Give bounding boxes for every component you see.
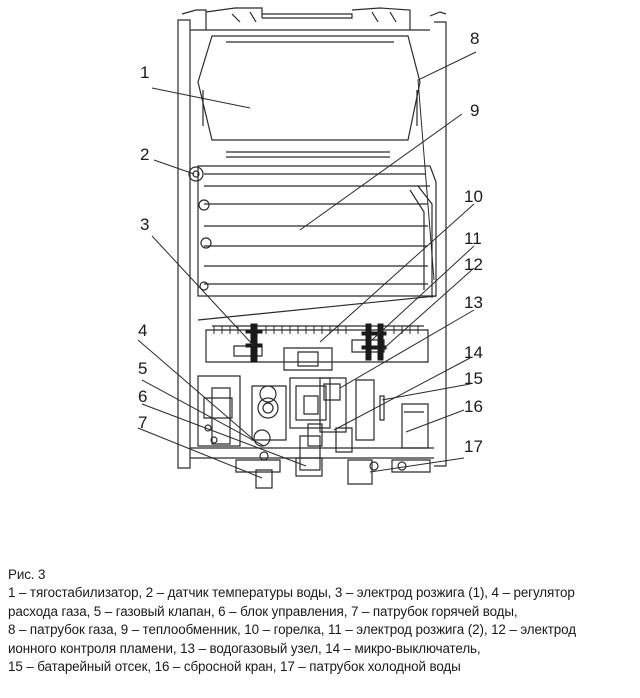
callout-13: 13 (464, 293, 483, 312)
caption-line: 15 – батарейный отсек, 16 – сбросной кра… (8, 659, 461, 675)
callout-9: 9 (470, 101, 479, 120)
caption-title: Рис. 3 (8, 567, 46, 582)
heat-exchanger (197, 165, 437, 321)
callout-12: 12 (464, 255, 483, 274)
callout-1: 1 (140, 63, 149, 82)
draft-stabilizer (197, 35, 421, 158)
burner (205, 325, 429, 371)
caption-line: ионного контроля пламени, 13 – водогазов… (8, 640, 481, 656)
callout-8: 8 (470, 29, 479, 48)
callout-17: 17 (464, 437, 483, 456)
gas-valve-assembly (197, 375, 385, 471)
callout-5: 5 (138, 359, 147, 378)
callout-3: 3 (140, 215, 149, 234)
caption-line: 8 – патрубок газа, 9 – теплообменник, 10… (8, 622, 576, 638)
callout-2: 2 (140, 145, 149, 164)
burner-teeth (213, 326, 419, 334)
callout-4: 4 (138, 321, 147, 340)
outer-frame (177, 7, 447, 469)
callout-11: 11 (464, 229, 482, 248)
figure-caption: Рис. 3 1 – тягостабилизатор, 2 – датчик … (8, 566, 634, 676)
caption-line: расхода газа, 5 – газовый клапан, 6 – бл… (8, 603, 518, 619)
battery-compartment (401, 403, 429, 449)
callout-10: 10 (464, 187, 483, 206)
callout-7: 7 (138, 413, 147, 432)
callout-6: 6 (138, 387, 147, 406)
callout-16: 16 (464, 397, 483, 416)
callout-15: 15 (464, 369, 483, 388)
callout-14: 14 (464, 343, 483, 362)
heater-schematic: 1 2 3 4 5 6 7 8 9 10 11 12 13 14 15 16 1… (137, 7, 483, 489)
leader-lines (137, 51, 477, 479)
caption-line: 1 – тягостабилизатор, 2 – датчик темпера… (8, 585, 575, 601)
